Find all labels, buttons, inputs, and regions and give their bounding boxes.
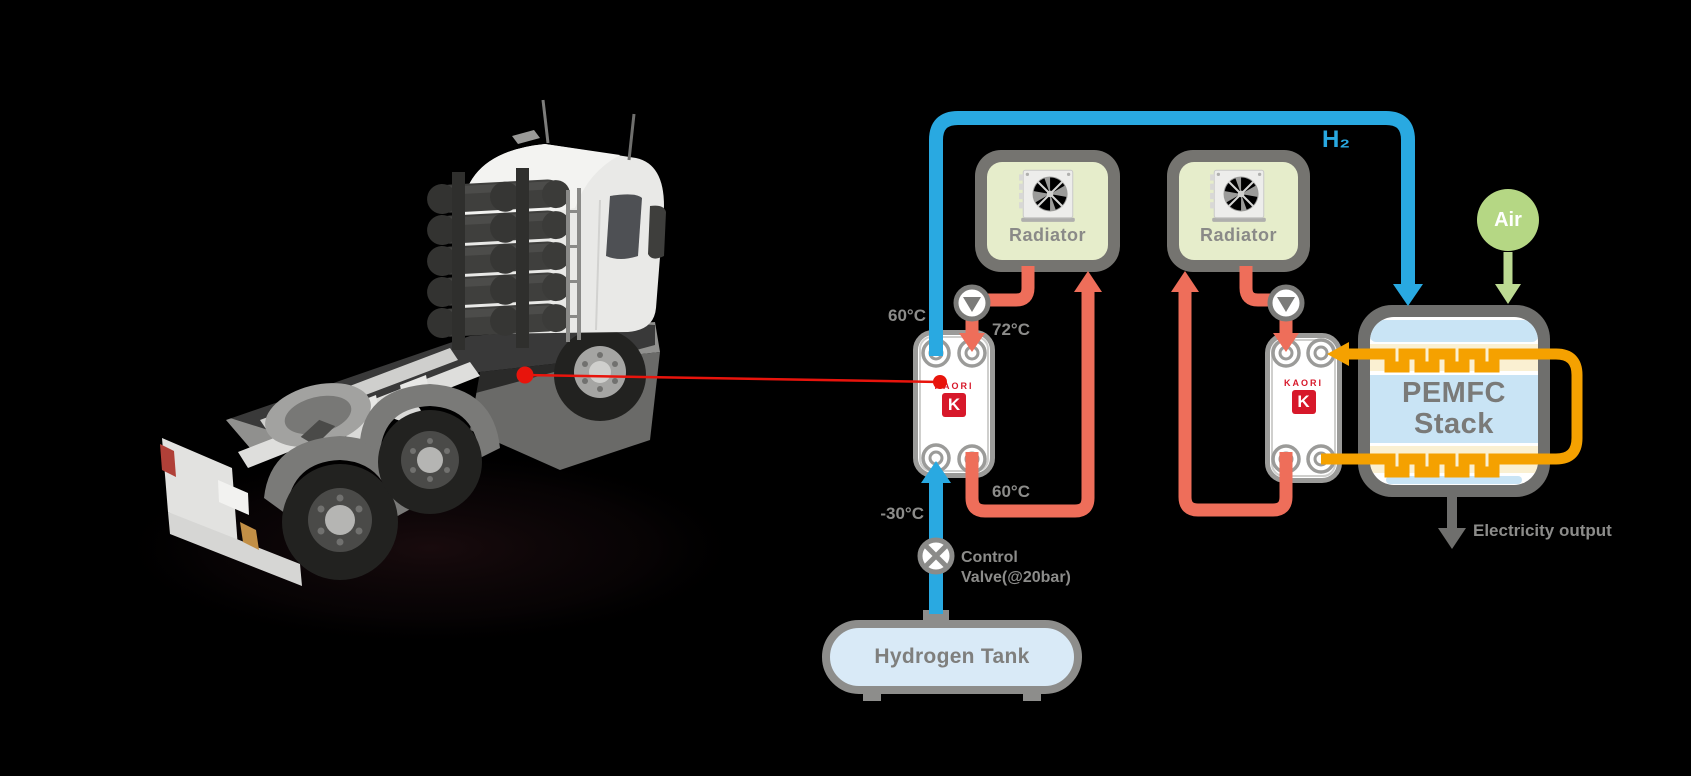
temp-label-coolant-out: 60°C xyxy=(992,482,1030,501)
kaori-logo: KAORI K xyxy=(1270,378,1337,414)
control-valve-label-line1: Control xyxy=(961,549,1018,566)
hydrogen-tank-label: Hydrogen Tank xyxy=(874,645,1030,668)
roof-fitting xyxy=(512,130,540,144)
stack-loop-pipe xyxy=(1321,348,1583,478)
antenna xyxy=(541,99,550,144)
cylinder-row xyxy=(427,210,570,246)
antenna xyxy=(627,113,636,161)
rear-fender xyxy=(264,384,500,518)
h2-label: H₂ xyxy=(1322,126,1350,153)
stack-label-line1: PEMFC xyxy=(1402,377,1506,409)
radiator-panel: Radiator xyxy=(987,162,1108,260)
tank-foot xyxy=(863,693,881,701)
tank-foot xyxy=(1023,693,1041,701)
cylinder-row xyxy=(427,303,570,339)
kaori-brand-text: KAORI xyxy=(934,381,974,391)
temp-label-h2-out: 60°C xyxy=(888,306,926,325)
electricity-arrow xyxy=(1438,496,1466,549)
stack-core: PEMFC Stack xyxy=(1370,375,1538,443)
stack-label-line2: Stack xyxy=(1414,408,1494,440)
hx-ports xyxy=(921,338,1336,474)
hydrogen-tank: Hydrogen Tank xyxy=(822,620,1082,694)
radiator-panel: Radiator xyxy=(1179,162,1298,260)
hx-inner-line xyxy=(1271,339,1336,477)
temp-label-coolant-in: 72°C xyxy=(992,320,1030,339)
air-label: Air xyxy=(1494,208,1522,231)
control-valve-label: Control Valve(@20bar) xyxy=(961,548,1071,588)
control-valve-icon xyxy=(917,537,955,575)
hydrogen-cylinder-rack xyxy=(427,168,581,350)
callout-line xyxy=(516,366,947,389)
cab-window xyxy=(606,194,642,259)
stack-bottom-plate xyxy=(1386,476,1522,484)
front-wheel xyxy=(554,329,646,421)
temp-label-h2-in: -30°C xyxy=(880,504,924,523)
rear-wheel xyxy=(282,464,398,580)
stack-loop-arrow xyxy=(1327,342,1349,366)
kaori-logo: KAORI K xyxy=(918,381,990,417)
fifth-wheel-coupling xyxy=(265,383,371,447)
air-arrow xyxy=(1495,252,1521,304)
radiator-label: Radiator xyxy=(1008,225,1086,245)
kaori-mark-icon: K xyxy=(942,393,966,417)
license-plate xyxy=(218,480,249,515)
kaori-brand-text: KAORI xyxy=(1284,378,1323,388)
kaori-mark-icon: K xyxy=(1291,390,1316,414)
stack-top-plate xyxy=(1370,320,1538,342)
callout-dot-hx xyxy=(933,375,947,389)
coolant-loop-left-arrows xyxy=(959,271,1102,352)
air-inlet: Air xyxy=(1477,189,1539,251)
pump-icon-right xyxy=(1267,284,1305,322)
control-valve-label-line2: Valve(@20bar) xyxy=(961,569,1071,586)
coolant-loop-right-arrows xyxy=(1171,271,1299,352)
callout-dot-truck xyxy=(516,366,534,384)
hx-inner-line xyxy=(919,336,989,472)
radiator-left: Radiator xyxy=(975,150,1120,272)
radiator-right: Radiator xyxy=(1167,150,1310,272)
radiator-fan-icon xyxy=(1206,165,1272,227)
h2-pipe-arrows xyxy=(921,284,1423,483)
pump-icon-left xyxy=(953,284,991,322)
marker-light xyxy=(240,522,259,550)
truck-rear-bumper xyxy=(160,438,302,586)
h2-pipe xyxy=(929,111,1415,614)
radiator-label: Radiator xyxy=(1199,225,1277,245)
middle-wheel xyxy=(378,410,482,514)
electricity-output-label: Electricity output xyxy=(1473,521,1612,540)
side-mirror xyxy=(648,205,666,259)
cylinder-row xyxy=(427,179,570,215)
tail-light xyxy=(160,444,176,477)
radiator-fan-icon xyxy=(1015,165,1081,227)
